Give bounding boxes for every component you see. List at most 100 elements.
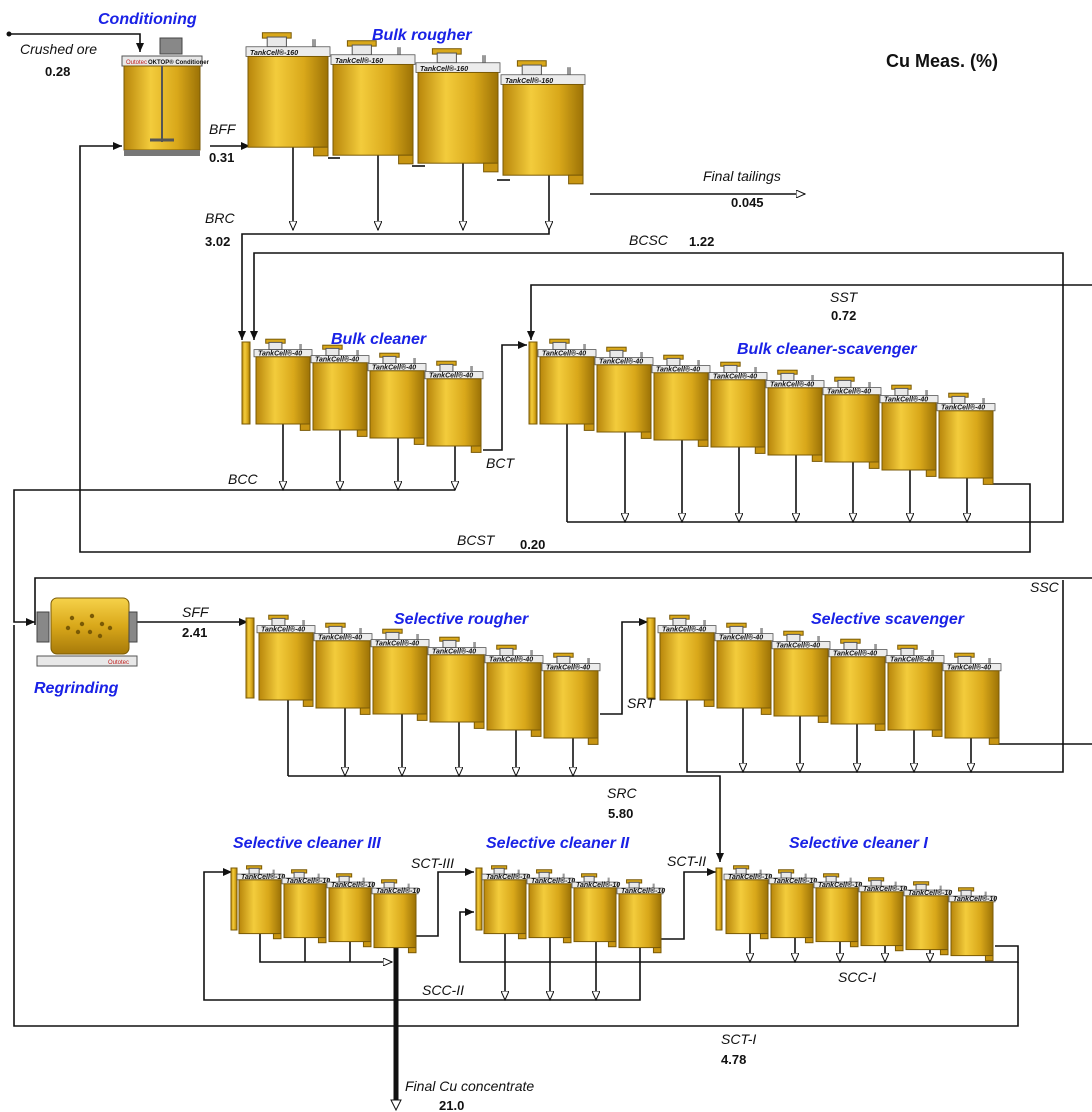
- conditioner-brand: Outotec: [126, 60, 147, 66]
- sc2-launder: [475, 867, 483, 931]
- tank-model-label: TankCell®-40: [315, 356, 359, 364]
- tank-model-label: TankCell®-10: [773, 877, 817, 885]
- selective-rougher-cell-5: TankCell®-40: [484, 644, 544, 737]
- bulk-cleaner-scavenger-cell-7: TankCell®-40: [879, 384, 939, 477]
- tank-model-label: TankCell®-10: [576, 881, 620, 889]
- title-bulk-cleaner: Bulk cleaner: [331, 331, 427, 348]
- selective-cleaner-i-cell-6: TankCell®-10: [948, 887, 997, 962]
- tank-model-label: TankCell®-10: [286, 877, 330, 885]
- tank-model-label: TankCell®-160: [335, 57, 383, 65]
- selective-cleaner-iii-cell-2: TankCell®-10: [281, 869, 330, 944]
- selective-scavenger-cell-5: TankCell®-40: [885, 644, 945, 737]
- tank-model-label: TankCell®-40: [375, 640, 419, 648]
- tank-model-label: TankCell®-10: [908, 889, 952, 897]
- stream-value-sff: 2.41: [182, 625, 207, 640]
- tank-model-label: TankCell®-40: [429, 372, 473, 380]
- mill-brand: Outotec: [108, 660, 129, 666]
- stream-value-brc: 3.02: [205, 234, 230, 249]
- tank-model-label: TankCell®-40: [432, 648, 476, 656]
- tank-model-label: TankCell®-40: [719, 634, 763, 642]
- ss-launder: [646, 617, 656, 699]
- tank-model-label: TankCell®-160: [250, 49, 298, 57]
- stream-label-sff: SFF: [182, 604, 210, 620]
- tank-model-label: TankCell®-40: [713, 373, 757, 381]
- selective-scavenger-cell-1: TankCell®-40: [657, 614, 717, 707]
- stream-label-ssc: SSC: [1030, 579, 1060, 595]
- tank-model-label: TankCell®-10: [621, 887, 665, 895]
- stream-value-bff: 0.31: [209, 150, 234, 165]
- tank-model-label: TankCell®-40: [941, 404, 985, 412]
- selective-cleaner-i-cell-3: TankCell®-10: [813, 873, 862, 948]
- measurement-header: Cu Meas. (%): [886, 51, 998, 71]
- stream-label-sct-iii: SCT-III: [411, 855, 454, 871]
- tank-model-label: TankCell®-10: [376, 887, 420, 895]
- bulk-cleaner-scavenger-cell-2: TankCell®-40: [594, 346, 654, 439]
- stream-value-final-tailings: 0.045: [731, 195, 764, 210]
- stream-label-bcsc: BCSC: [629, 232, 669, 248]
- bulk-cleaner-cell-1: TankCell®-40: [253, 338, 313, 431]
- tank-model-label: TankCell®-10: [531, 877, 575, 885]
- bulk-cleaner-scavenger-cell-8: TankCell®-40: [936, 392, 996, 485]
- selective-scavenger-cell-6: TankCell®-40: [942, 652, 1002, 745]
- stream-label-sst: SST: [830, 289, 859, 305]
- tank-model-label: TankCell®-40: [372, 364, 416, 372]
- tank-model-label: TankCell®-10: [818, 881, 862, 889]
- stream-label-sct-ii: SCT-II: [667, 853, 706, 869]
- stream-label-brc: BRC: [205, 210, 235, 226]
- bulk-cleaner-scavenger-cell-1: TankCell®-40: [537, 338, 597, 431]
- selective-cleaner-ii-cell-4: TankCell®-10: [616, 879, 665, 954]
- bulk-cleaner-cell-3: TankCell®-40: [367, 352, 427, 445]
- tank-model-label: TankCell®-40: [542, 350, 586, 358]
- tank-model-label: TankCell®-40: [599, 358, 643, 366]
- selective-cleaner-i-cell-5: TankCell®-10: [903, 881, 952, 956]
- tank-model-label: TankCell®-40: [776, 642, 820, 650]
- title-conditioning: Conditioning: [98, 11, 197, 28]
- stream-label-bcc: BCC: [228, 471, 258, 487]
- title-bulk-cleaner-scavenger: Bulk cleaner-scavenger: [737, 341, 917, 358]
- stream-label-srt: SRT: [627, 695, 656, 711]
- bulk-rougher-cell-3: TankCell®-160: [415, 48, 501, 173]
- bulk-cleaner-scavenger-cell-5: TankCell®-40: [765, 369, 825, 462]
- selective-cleaner-i-cell-1: TankCell®-10: [723, 865, 772, 940]
- bulk-cleaner-launder: [241, 341, 251, 425]
- bulk-cleaner-scavenger-cell-6: TankCell®-40: [822, 376, 882, 469]
- bulk-cleaner-scavenger-cell-4: TankCell®-40: [708, 361, 768, 454]
- bulk-cleaner-cell-2: TankCell®-40: [310, 344, 370, 437]
- tank-model-label: TankCell®-40: [662, 626, 706, 634]
- title-selective-cleaner-iii: Selective cleaner III: [233, 835, 381, 852]
- tank-model-label: TankCell®-10: [953, 895, 997, 903]
- title-selective-cleaner-ii: Selective cleaner II: [486, 835, 630, 852]
- selective-cleaner-ii-cell-1: TankCell®-10: [481, 865, 530, 940]
- tank-model-label: TankCell®-40: [546, 664, 590, 672]
- bulk-cleaner-scavenger-cell-3: TankCell®-40: [651, 354, 711, 447]
- tank-model-label: TankCell®-160: [420, 65, 468, 73]
- title-bulk-rougher: Bulk rougher: [372, 27, 472, 44]
- stream-value-sst: 0.72: [831, 308, 856, 323]
- stream-value-bcsc: 1.22: [689, 234, 714, 249]
- tank-model-label: TankCell®-40: [770, 381, 814, 389]
- stream-value-final-cu-concentrate: 21.0: [439, 1098, 464, 1112]
- conditioner-tank: Outotec OKTOP® Conditioner: [121, 37, 210, 156]
- selective-rougher-cell-4: TankCell®-40: [427, 636, 487, 729]
- tank-model-label: TankCell®-160: [505, 77, 553, 85]
- selective-cleaner-i-cell-2: TankCell®-10: [768, 869, 817, 944]
- tank-model-label: TankCell®-40: [656, 366, 700, 374]
- bulk-cleaner-cell-4: TankCell®-40: [424, 360, 484, 453]
- sc3-launder: [230, 867, 238, 931]
- sr-launder: [245, 617, 255, 699]
- tank-model-label: TankCell®-40: [890, 656, 934, 664]
- stream-label-scc-i: SCC-I: [838, 969, 876, 985]
- stream-label-sct-i: SCT-I: [721, 1031, 756, 1047]
- stream-label-crushed-ore: Crushed ore: [20, 41, 97, 57]
- selective-cleaner-iii-cell-3: TankCell®-10: [326, 873, 375, 948]
- title-selective-scavenger: Selective scavenger: [811, 611, 965, 628]
- stream-value-crushed-ore: 0.28: [45, 64, 70, 79]
- tank-model-label: TankCell®-40: [258, 350, 302, 358]
- title-regrinding: Regrinding: [34, 680, 119, 697]
- selective-cleaner-iii-cell-4: TankCell®-10: [371, 879, 420, 954]
- tank-model-label: TankCell®-40: [827, 388, 871, 396]
- regrinding-mill: Outotec: [36, 597, 138, 667]
- selective-scavenger-cell-4: TankCell®-40: [828, 638, 888, 731]
- stream-label-scc-ii: SCC-II: [422, 982, 464, 998]
